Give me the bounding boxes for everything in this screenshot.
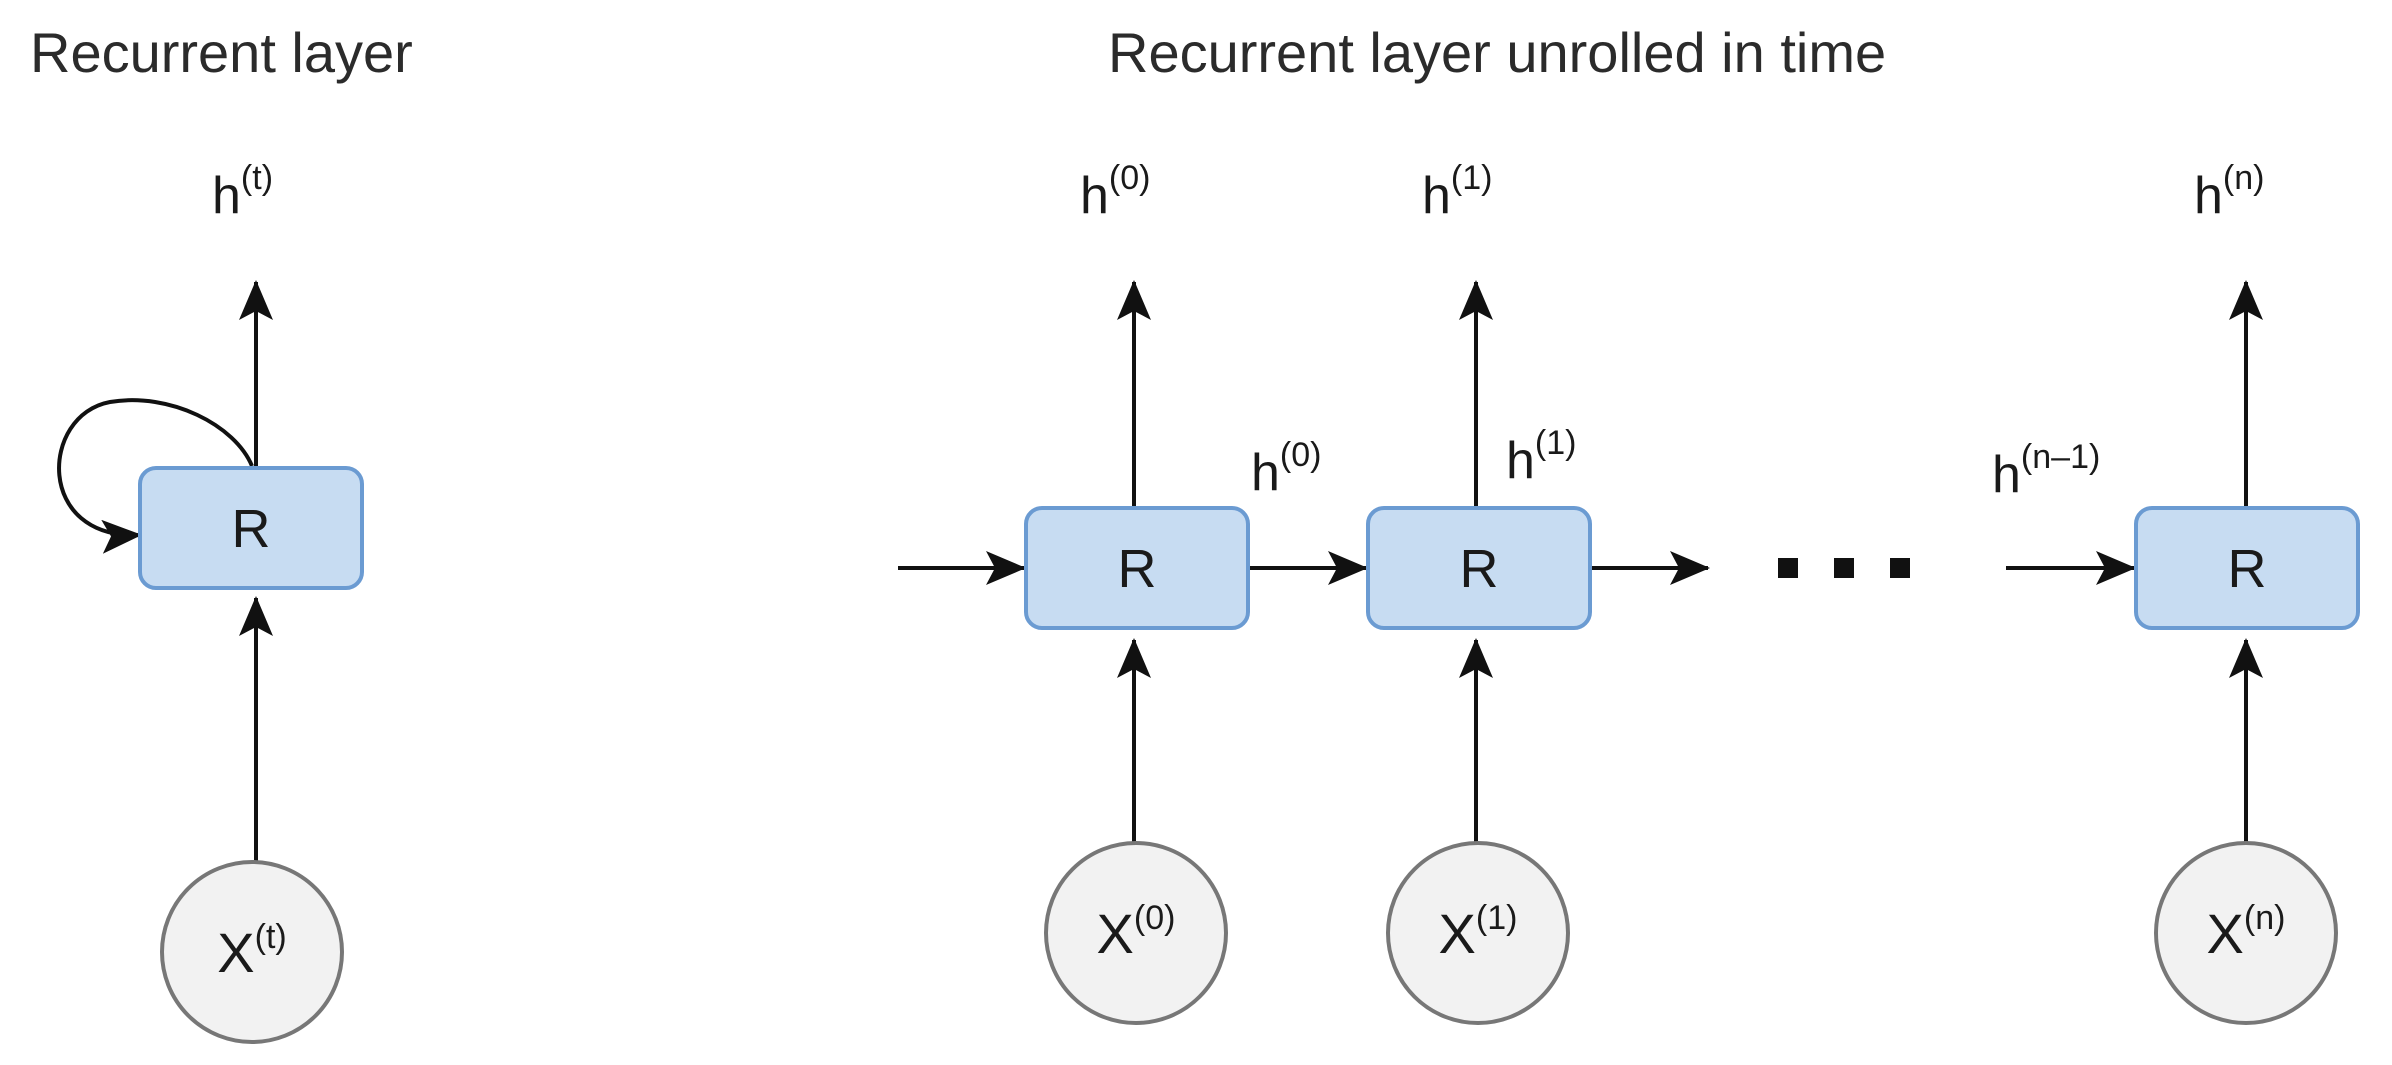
unrolled-layer: h(0) R X(0) h(0) h(1) R X(1) h(1) [898,159,2360,1025]
input-node [160,860,344,1044]
recurrent-cell-n [2134,506,2360,630]
recurrent-cell-label-n: R [2228,539,2267,599]
recurrent-layer: h(t) R X(t) [57,159,364,1044]
output-label-n: h(n) [2194,159,2264,225]
recurrent-cell-label: R [232,499,271,559]
input-node-1 [1386,841,1570,1025]
input-node-0 [1044,841,1228,1025]
recurrent-cell [138,466,364,590]
title-recurrent-layer: Recurrent layer [30,21,413,84]
ellipsis [1778,558,1910,578]
transition-label-0: h(0) [1251,436,1321,502]
input-node-label: X(t) [217,918,286,984]
input-node-label-0: X(0) [1097,899,1176,965]
title-unrolled: Recurrent layer unrolled in time [1108,21,1886,84]
recurrent-cell-0 [1024,506,1250,630]
output-label-0: h(0) [1080,159,1150,225]
self-loop-arrow [57,398,254,554]
output-label: h(t) [212,159,273,225]
input-node-n [2154,841,2338,1025]
transition-label-2: h(n–1) [1992,438,2100,504]
recurrent-cell-1 [1366,506,1592,630]
recurrent-cell-label-1: R [1460,539,1499,599]
transition-label-1: h(1) [1506,424,1576,490]
recurrent-cell-label-0: R [1118,539,1157,599]
input-node-label-1: X(1) [1439,899,1518,965]
output-label-1: h(1) [1422,159,1492,225]
input-node-label-n: X(n) [2207,899,2286,965]
